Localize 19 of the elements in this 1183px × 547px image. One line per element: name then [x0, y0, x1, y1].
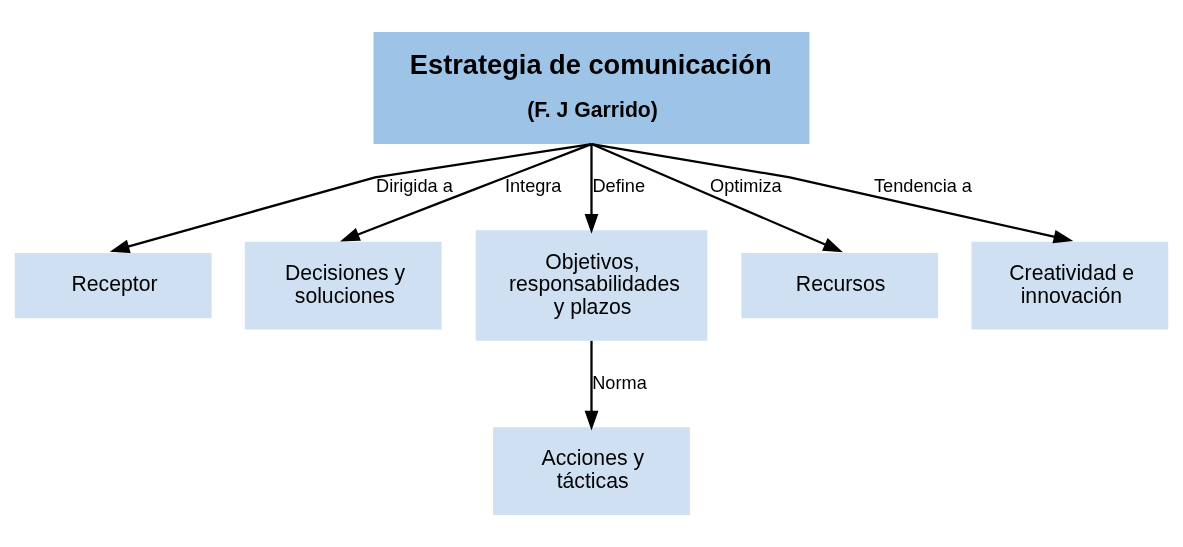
edge-label: Optimiza	[710, 175, 782, 196]
arrow	[584, 144, 599, 234]
edge-label: Define	[592, 175, 645, 196]
node-box: Creatividad e innovación	[971, 241, 1169, 330]
arrow	[584, 340, 599, 431]
arrow	[591, 143, 843, 253]
arrow	[591, 142, 1074, 244]
arrow	[109, 142, 592, 254]
node-box: Decisiones y soluciones	[244, 241, 442, 330]
node-box: Receptor	[14, 253, 212, 319]
edge-label: Integra	[504, 175, 562, 196]
node-box: Objetivos, responsabilidades y plazos	[475, 230, 708, 341]
edge-label: Norma	[592, 372, 647, 393]
node-box: Estrategia de comunicación (F. J Garrido)	[373, 32, 810, 145]
edge-label: Dirigida a	[376, 175, 453, 196]
node-box: Acciones y tácticas	[493, 427, 690, 515]
arrow	[340, 143, 592, 242]
edge-label: Tendencia a	[874, 175, 972, 196]
node-box: Recursos	[741, 253, 939, 319]
